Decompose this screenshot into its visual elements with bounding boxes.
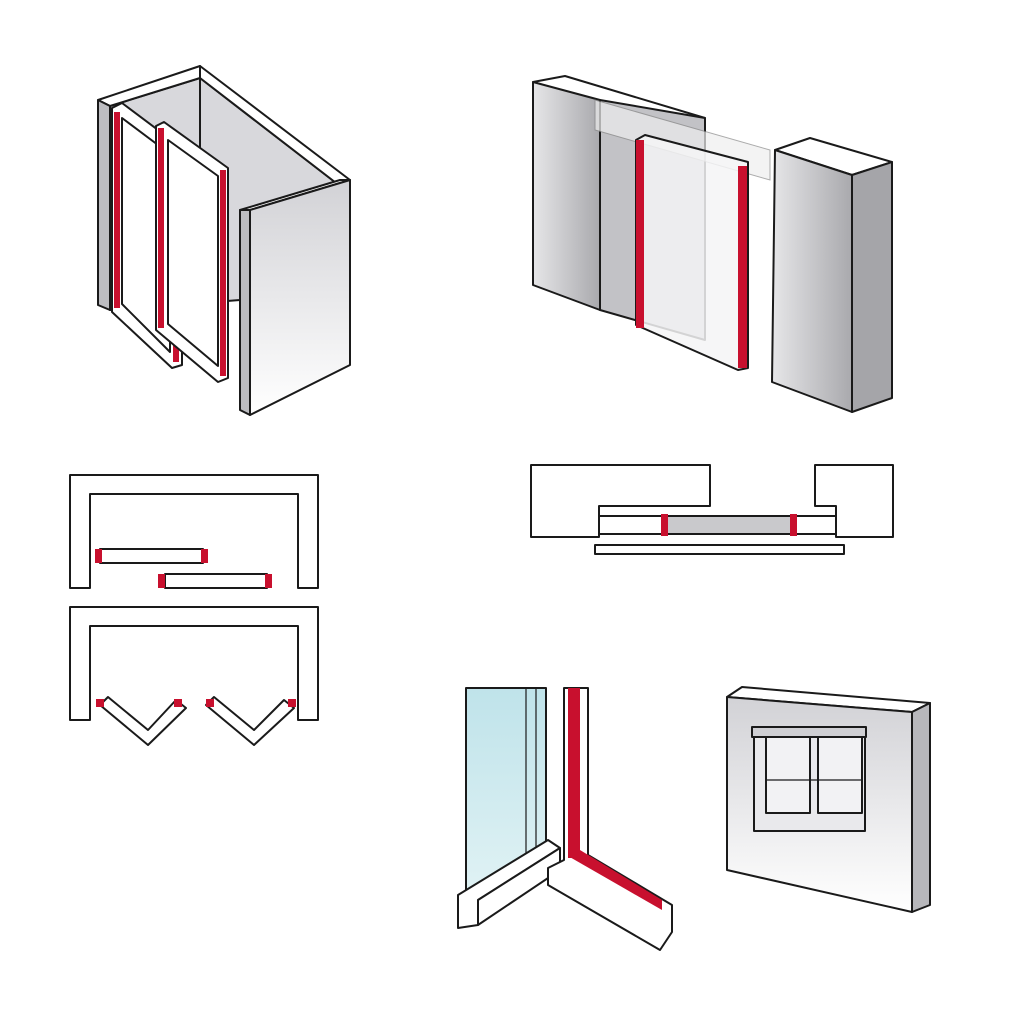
sliding-door-plan [530, 464, 894, 555]
hinged-folding-door-3d [97, 65, 351, 416]
seal-strip [114, 112, 120, 308]
window-frame-corner-profiles [457, 687, 673, 951]
seal-strip [738, 166, 747, 368]
sliding-door-3d [532, 75, 893, 413]
bypass-and-folding-doors-plan [69, 474, 319, 746]
seal-strip [220, 170, 226, 376]
seal-strip [636, 140, 644, 328]
seal-strip [158, 128, 164, 328]
wall-with-window [726, 686, 931, 913]
